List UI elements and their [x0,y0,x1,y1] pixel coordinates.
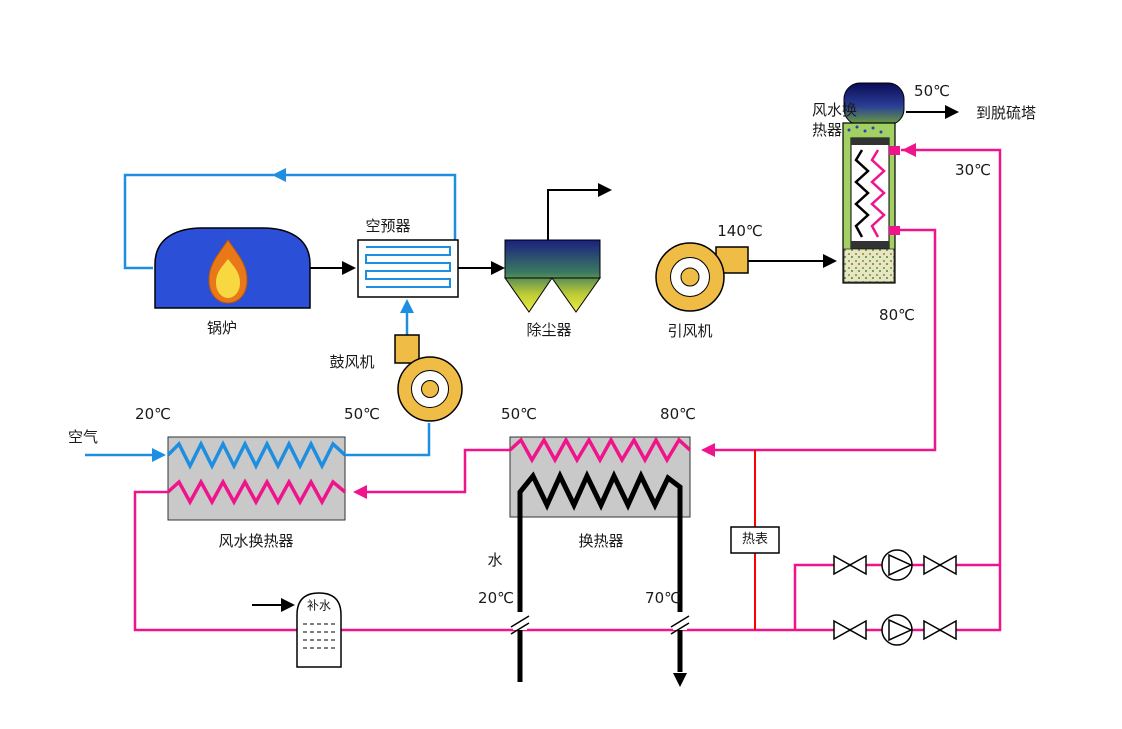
flue-arrow [491,261,505,275]
ash-zone [843,248,895,283]
stack-arrow [945,105,959,119]
label-hx-water-out-temp: 80℃ [660,404,696,423]
pump-branch-lower [833,614,957,646]
label-water-in-temp: 20℃ [478,588,514,607]
flame-icon [208,239,248,304]
induced-draft-fan-shape [655,242,749,312]
label-induced-draft-fan: 引风机 [667,321,713,340]
label-return-water-temp: 30℃ [955,160,991,179]
air-preheater-shape [357,239,459,298]
valve-icon [938,554,957,576]
makeup-water-tank [296,592,342,668]
label-heat-meter: 热表 [741,531,769,547]
label-blower: 鼓风机 [329,352,375,371]
label-air-preheater: 空预器 [365,216,411,235]
valve-icon [848,554,867,576]
hx-link-arrow [353,485,367,499]
flue-arrow [823,254,837,268]
label-dust-collector: 除尘器 [526,320,572,339]
air-water-heat-exchanger-box [166,436,347,521]
air-flow-arrow [272,168,286,182]
water-out-arrow [673,673,687,687]
pump-impeller [888,618,913,642]
label-water-out-temp: 70℃ [645,588,681,607]
label-hx-water-in-temp: 50℃ [501,404,537,423]
hot-water-coil [166,478,347,506]
tank-level-hatch [303,623,335,649]
label-supply-water-temp: 80℃ [879,305,915,324]
supply-arrow [701,443,715,457]
label-heat-exchanger: 换热器 [578,531,624,550]
label-to-desulfurization-tower: 到脱硫塔 [975,103,1037,122]
hot-water-pipes [133,143,1002,632]
valve-icon [833,619,852,641]
valve-icon [848,619,867,641]
air-pipes [85,168,457,462]
gas-side-coil [854,149,870,238]
dust-collector-shape [504,239,601,313]
label-fan-outlet-temp: 140℃ [717,221,763,240]
hot-water-coil [508,436,692,464]
label-makeup-water: 补水 [306,598,332,613]
label-air-inlet: 空气 [67,427,99,446]
valve-icon [923,554,942,576]
makeup-inlet-arrow [281,598,295,612]
pump-impeller [888,553,913,577]
boiler-shape [154,227,311,309]
blower-outlet-arrow [400,299,414,313]
air-coil [166,440,347,470]
water-return-stub [889,146,900,155]
label-fluegas-heat-exchanger: 风水换热器 [812,101,858,139]
label-boiler: 锅炉 [206,318,238,337]
label-water: 水 [487,550,503,569]
label-air-inlet-temp: 20℃ [135,404,171,423]
air-inlet-arrow [152,448,166,462]
gas-speckles [847,125,883,134]
water-supply-stub [889,226,900,235]
pipe-break-marks [510,612,690,635]
blower-fan-shape [394,334,463,422]
valve-icon [938,619,957,641]
valve-icon [833,554,852,576]
flue-arrow [598,183,612,197]
return-arrow [902,143,916,157]
fluegas-heat-exchanger-shape [842,82,905,284]
label-air-outlet-temp: 50℃ [344,404,380,423]
flue-gas-pipes [252,105,959,612]
heat-meter-box [730,526,780,554]
label-stack-out-temp: 50℃ [914,81,950,100]
label-air-water-heat-exchanger: 风水换热器 [218,531,294,550]
preheater-coil [365,246,451,288]
pump-branch-upper [833,549,957,581]
valve-icon [923,619,942,641]
water-side-coil [870,149,886,238]
water-coil [510,470,690,687]
flue-arrow [342,261,356,275]
